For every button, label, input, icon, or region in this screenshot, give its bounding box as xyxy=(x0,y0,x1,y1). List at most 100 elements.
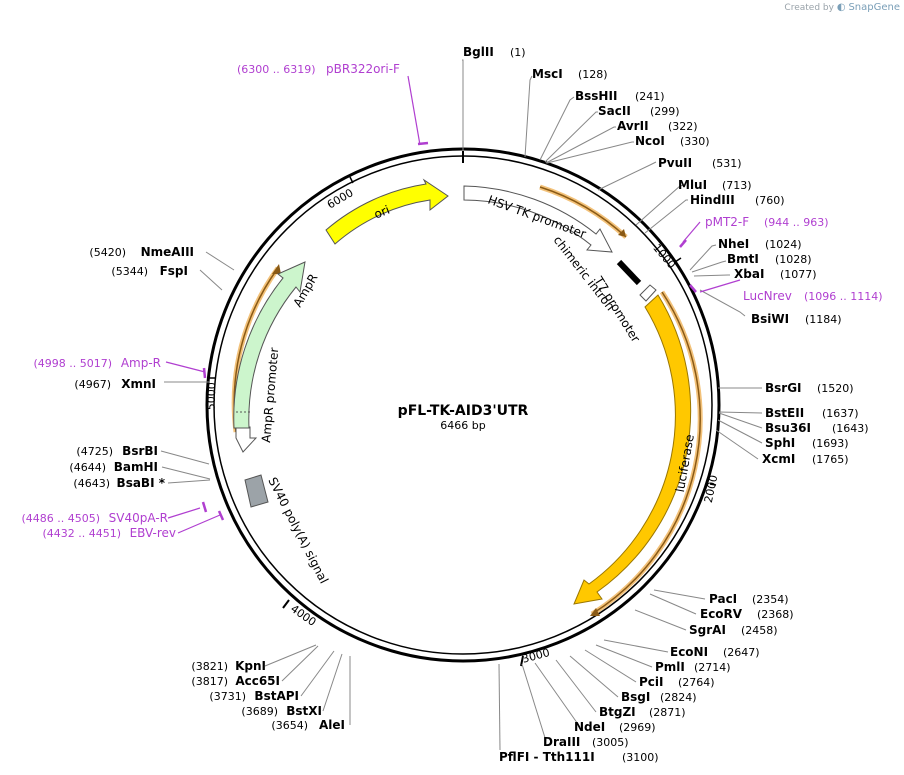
primer-mark-lucnrev xyxy=(689,284,697,293)
enzyme-name: FspI xyxy=(160,264,188,278)
chimeric-intron-bar xyxy=(616,259,642,286)
enzyme-name: PvuII xyxy=(658,156,692,170)
enzyme-name: SgrAI xyxy=(689,623,726,637)
enzyme-position: (128) xyxy=(578,68,608,81)
enzyme-name: XmnI xyxy=(121,377,156,391)
enzyme-position: (2368) xyxy=(757,608,794,621)
enzyme-position: (1077) xyxy=(780,268,817,281)
leader-bmti xyxy=(691,260,727,273)
leader-xcmi xyxy=(715,429,759,460)
primer-mark-pbr322ori xyxy=(417,141,429,146)
enzyme-position: (2824) xyxy=(660,691,697,704)
orf-arc-left-head xyxy=(272,264,281,274)
leader-fspi xyxy=(199,269,223,291)
primer-range: (1096 .. 1114) xyxy=(804,290,883,303)
leader-econi xyxy=(603,639,669,653)
enzyme-position: (4967) xyxy=(74,378,111,391)
enzyme-name: SacII xyxy=(598,104,631,118)
enzyme-name: BmtI xyxy=(727,252,759,266)
enzyme-name: PciI xyxy=(639,675,664,689)
enzyme-name: HindIII xyxy=(690,193,735,207)
enzyme-position: (2714) xyxy=(694,661,731,674)
leader-avrii xyxy=(545,126,616,164)
enzyme-position: (4644) xyxy=(69,461,106,474)
leader-bstxi xyxy=(322,653,343,712)
enzyme-name: BssHII xyxy=(575,89,617,103)
enzyme-name: KpnI xyxy=(235,659,266,673)
primer-mark-amp-r xyxy=(202,367,207,379)
primer-range: (944 .. 963) xyxy=(764,216,829,229)
enzyme-position: (760) xyxy=(755,194,785,207)
enzyme-name: BsrBI xyxy=(122,444,158,458)
enzyme-name: BglII xyxy=(463,45,494,59)
enzyme-name: PflFI - Tth111I xyxy=(499,750,595,764)
tick-1000 xyxy=(674,257,682,263)
primer-name: LucNrev xyxy=(743,289,792,303)
hsv-tk-promoter-arrow xyxy=(463,185,613,253)
leader-pflfi xyxy=(498,663,501,751)
tick-label-1000: 1000 xyxy=(650,241,678,271)
primer-leaders xyxy=(165,75,741,534)
leader-msci xyxy=(524,75,533,158)
leader-paci xyxy=(653,589,706,600)
enzyme-position: (3654) xyxy=(271,719,308,732)
tick-label-2000: 2000 xyxy=(702,474,721,504)
primer-leader-pmt2 xyxy=(682,221,701,243)
enzyme-position: (2647) xyxy=(723,646,760,659)
enzyme-position: (1693) xyxy=(812,437,849,450)
leader-btgzi xyxy=(555,659,597,713)
enzyme-position: (5344) xyxy=(111,265,148,278)
leader-bsabi xyxy=(167,479,211,484)
enzyme-position: (241) xyxy=(635,90,665,103)
enzyme-name: Bsu36I xyxy=(765,421,811,435)
enzyme-position: (3100) xyxy=(622,751,659,764)
leader-sacii xyxy=(544,111,598,163)
leader-bsu36i xyxy=(718,412,763,429)
enzyme-name: MluI xyxy=(678,178,707,192)
watermark-brand: SnapGene xyxy=(848,2,900,13)
enzyme-position: (1184) xyxy=(805,313,842,326)
ori-arrow xyxy=(325,178,449,245)
primer-range: (6300 .. 6319) xyxy=(237,63,316,76)
enzyme-name: NcoI xyxy=(635,134,665,148)
feature-label-ampr-promoter: AmpR promoter xyxy=(259,347,281,443)
leader-bsrbi xyxy=(160,450,210,465)
enzyme-name: PmlI xyxy=(655,660,685,674)
primer-name: pBR322ori-F xyxy=(326,62,400,76)
enzyme-name: BstEII xyxy=(765,406,804,420)
enzyme-position: (5420) xyxy=(89,246,126,259)
leader-bsshii xyxy=(539,96,575,161)
enzyme-position: (4643) xyxy=(73,477,110,490)
primer-leader-pbr322ori xyxy=(407,75,421,146)
primer-leader-amp-r xyxy=(165,361,206,373)
primer-mark-pmt2 xyxy=(679,239,687,248)
tick-3000 xyxy=(520,655,524,667)
leader-hindiii xyxy=(644,199,688,234)
orf-arc-right xyxy=(591,291,701,615)
enzyme-position: (1637) xyxy=(822,407,859,420)
leader-ncoi xyxy=(546,141,634,164)
enzyme-position: (299) xyxy=(650,105,680,118)
primer-leader-lucnrev xyxy=(699,279,741,293)
primer-range: (4998 .. 5017) xyxy=(33,357,112,370)
enzyme-position: (3817) xyxy=(191,675,228,688)
feature-ampr: AmpR xyxy=(233,261,321,429)
ampr-arrow xyxy=(233,261,306,429)
enzyme-position: (3689) xyxy=(241,705,278,718)
primer-range: (4486 .. 4505) xyxy=(21,512,100,525)
enzyme-name: BstXI xyxy=(286,704,322,718)
tick-6000 xyxy=(349,176,354,184)
snapgene-watermark: Created by ◐ SnapGene xyxy=(784,2,900,13)
enzyme-position: (3731) xyxy=(209,690,246,703)
feature-label-t7-promoter: T7 promoter xyxy=(591,273,643,344)
leader-pvuii xyxy=(597,161,657,191)
leader-draiii xyxy=(521,663,547,742)
enzyme-position: (3005) xyxy=(592,736,629,749)
enzyme-name: Acc65I xyxy=(235,674,280,688)
leader-bsiwi xyxy=(699,289,746,317)
primer-name: pMT2-F xyxy=(705,215,749,229)
snapgene-logo-icon: ◐ xyxy=(836,2,846,13)
watermark-prefix: Created by xyxy=(784,3,834,13)
ampr-promoter-arrow xyxy=(235,426,258,453)
